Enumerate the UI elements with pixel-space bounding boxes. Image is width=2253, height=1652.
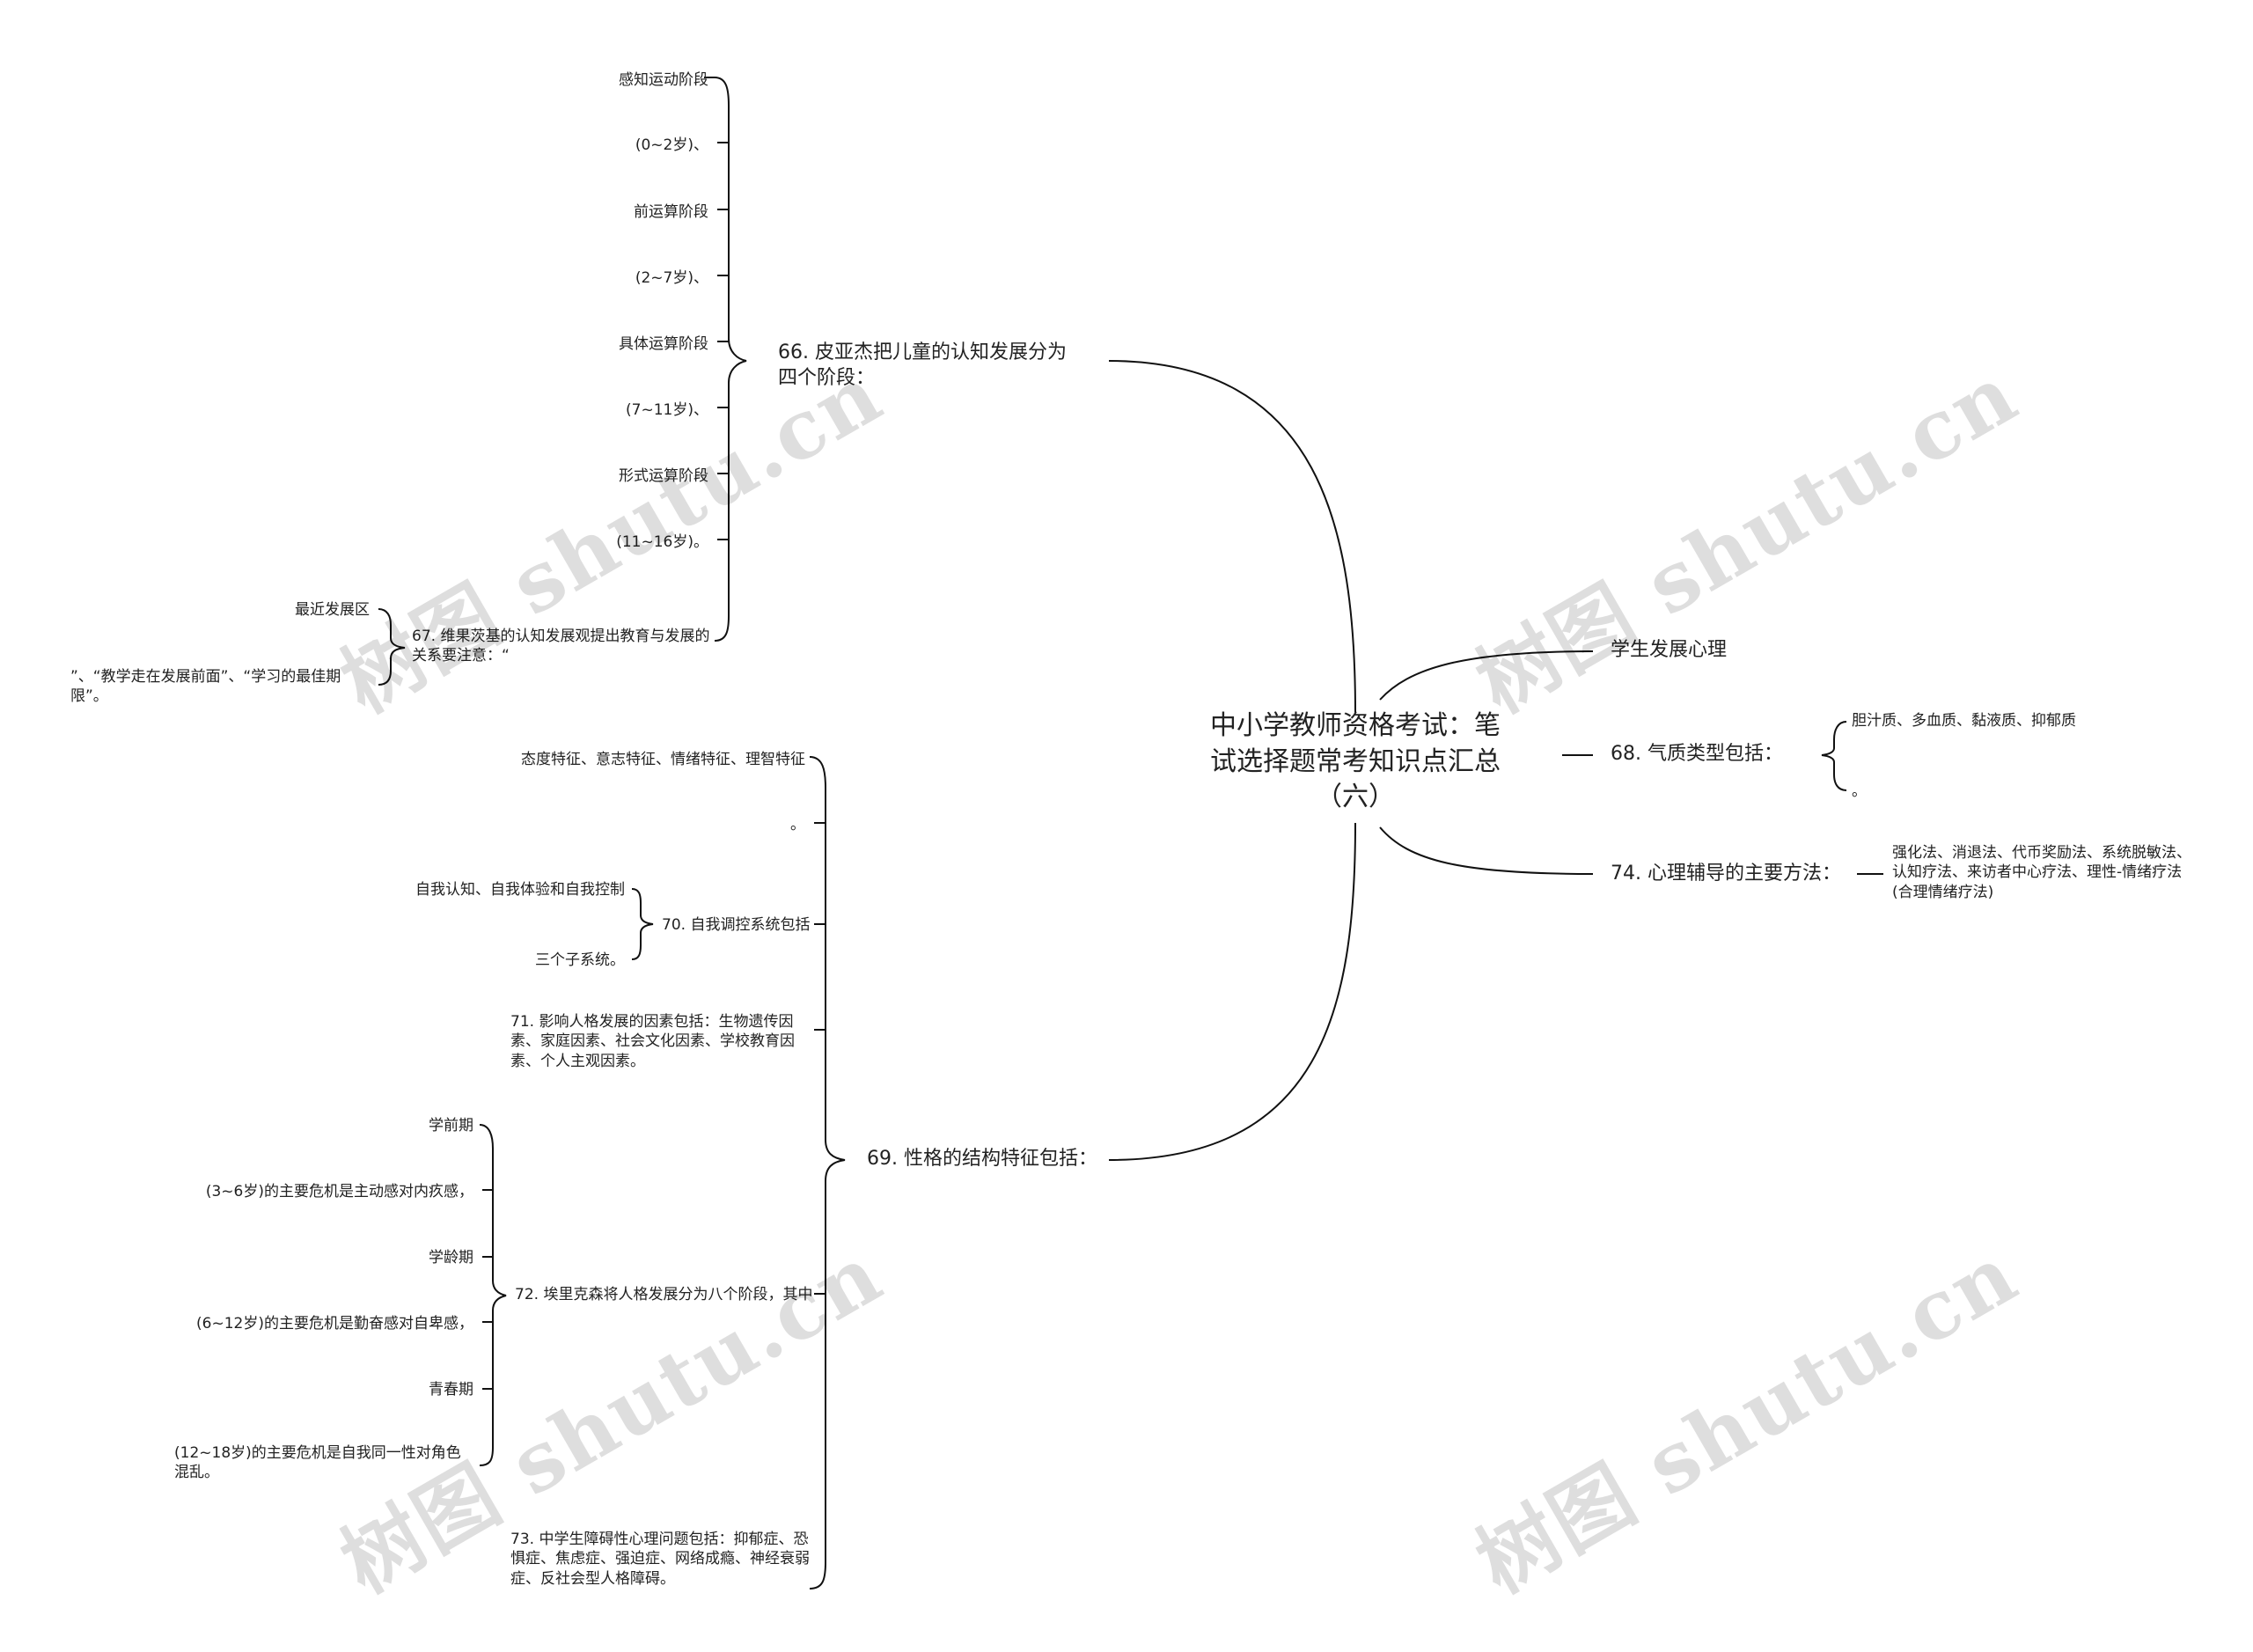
q68-item-period[interactable]: 。 (1852, 782, 1867, 800)
branch-q72-erikson[interactable]: 72. 埃里克森将人格发展分为八个阶段，其中 (515, 1286, 813, 1303)
q72-item-adolescence[interactable]: 青春期 (429, 1381, 473, 1399)
branch-q68-temperament[interactable]: 68. 气质类型包括： (1611, 743, 1783, 765)
root-topic[interactable]: 中小学教师资格考试：笔试选择题常考知识点汇总（六） (1210, 710, 1501, 812)
q74-item-methods[interactable]: 强化法、消退法、代币奖励法、系统脱敏法、认知疗法、来访者中心疗法、理性-情绪疗法… (1892, 844, 2191, 901)
branch-q74-counseling[interactable]: 74. 心理辅导的主要方法： (1611, 863, 1841, 885)
branch-q71-factors[interactable]: 71. 影响人格发展的因素包括：生物遗传因素、家庭因素、社会文化因素、学校教育因… (510, 1013, 795, 1070)
q72-item-age-3-6[interactable]: (3~6岁)的主要危机是主动感对内疚感， (205, 1183, 473, 1200)
q72-item-preschool[interactable]: 学前期 (429, 1117, 473, 1134)
link-root-q69 (1108, 822, 1356, 1161)
brace-q70 (631, 888, 654, 960)
link-root-xs (1379, 650, 1594, 701)
q72-item-school-age[interactable]: 学龄期 (429, 1249, 473, 1267)
q72-item-age-6-12[interactable]: (6~12岁)的主要危机是勤奋感对自卑感， (196, 1315, 473, 1333)
branch-student-development[interactable]: 学生发展心理 (1611, 639, 1728, 661)
link-root-q74 (1379, 826, 1594, 875)
branch-q67-vygotsky[interactable]: 67. 维果茨基的认知发展观提出教育与发展的关系要注意：“ (412, 628, 710, 665)
branch-q66-piaget[interactable]: 66. 皮亚杰把儿童的认知发展分为四个阶段： (778, 341, 1067, 390)
q66-item-age-0-2[interactable]: (0~2岁)、 (635, 136, 708, 154)
q70-item-components[interactable]: 自我认知、自我体验和自我控制 (415, 881, 625, 899)
q66-item-age-2-7[interactable]: (2~7岁)、 (635, 269, 708, 287)
q66-item-age-11-16[interactable]: (11~16岁)。 (616, 533, 708, 551)
branch-q70-self-control[interactable]: 70. 自我调控系统包括 (662, 916, 811, 934)
q69-item-features[interactable]: 态度特征、意志特征、情绪特征、理智特征 (521, 751, 805, 768)
brace-q72 (479, 1124, 507, 1466)
q72-item-age-12-18[interactable]: (12~18岁)的主要危机是自我同一性对角色混乱。 (174, 1444, 461, 1482)
q66-item-sensorimotor[interactable]: 感知运动阶段 (619, 71, 708, 89)
branch-q73-disorders[interactable]: 73. 中学生障碍性心理问题包括：抑郁症、恐惧症、焦虑症、强迫症、网络成瘾、神经… (510, 1531, 810, 1588)
q67-item-zpd[interactable]: 最近发展区 (295, 601, 370, 619)
brace-q69 (809, 756, 846, 1590)
q66-item-age-7-11[interactable]: (7~11岁)、 (626, 401, 708, 419)
brace-q68 (1821, 721, 1847, 791)
q66-item-preoperational[interactable]: 前运算阶段 (634, 203, 708, 221)
q70-item-subsystems[interactable]: 三个子系统。 (535, 951, 625, 969)
q68-item-types[interactable]: 胆汁质、多血质、黏液质、抑郁质 (1852, 712, 2076, 730)
q66-item-concrete[interactable]: 具体运算阶段 (619, 335, 708, 353)
link-root-q66 (1108, 360, 1356, 714)
brace-q67 (378, 608, 406, 686)
brace-q66 (714, 77, 747, 642)
q69-item-period[interactable]: 。 (790, 816, 805, 833)
q66-item-formal[interactable]: 形式运算阶段 (619, 467, 708, 485)
branch-q69-character[interactable]: 69. 性格的结构特征包括： (867, 1148, 1097, 1170)
q67-item-principles[interactable]: ”、“教学走在发展前面”、“学习的最佳期限”。 (70, 668, 341, 706)
